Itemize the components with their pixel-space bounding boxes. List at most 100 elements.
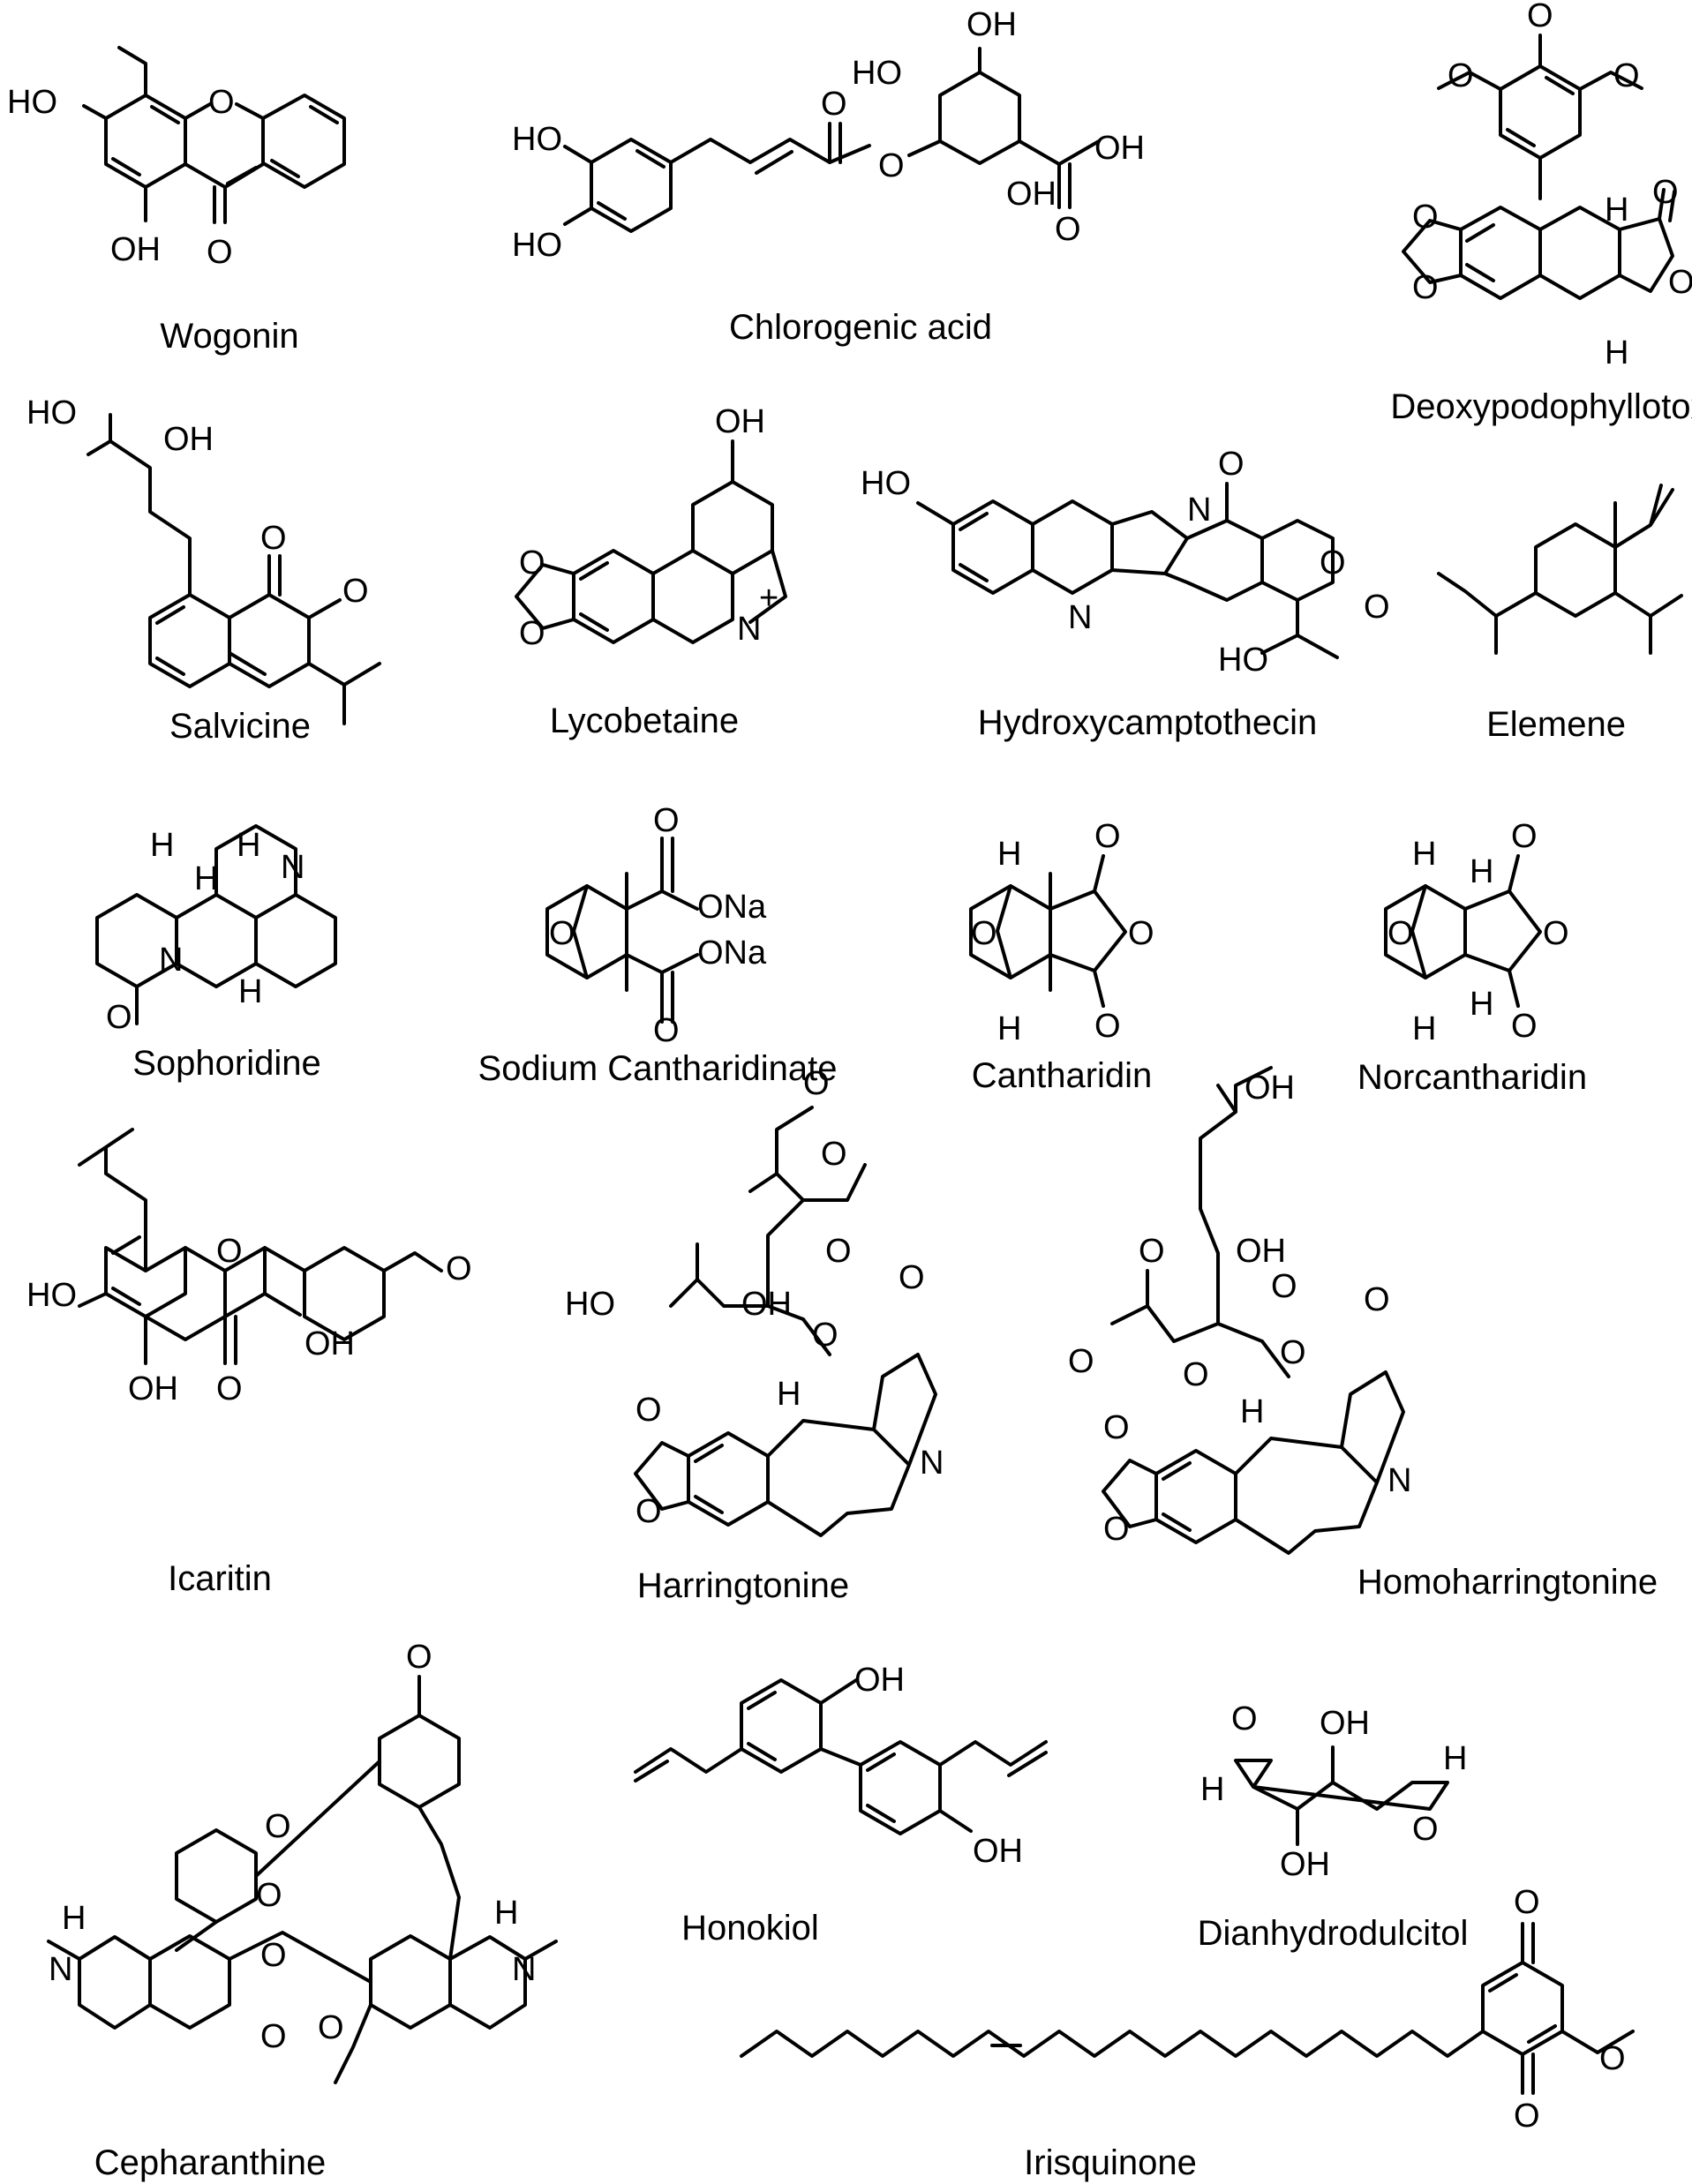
- cantharidin-atom: O: [1094, 818, 1121, 855]
- norcantharidin-atom: O: [1387, 915, 1414, 952]
- sophoridine-caption: Sophoridine: [132, 1044, 321, 1083]
- icaritin-structure: HO O O OH OH O Icaritin: [26, 1128, 472, 1598]
- lycobetaine-structure: OH O O N + Lycobetaine: [515, 403, 787, 740]
- hydroxycamptothecin-atom: O: [1218, 446, 1245, 483]
- deoxypodophyllotoxin-caption: Deoxypodophyllotoxin: [1390, 387, 1692, 426]
- chlorogenic-acid-caption: Chlorogenic acid: [729, 308, 992, 347]
- irisquinone-atom: O: [1514, 1884, 1540, 1921]
- lycobetaine-atom: O: [519, 544, 545, 582]
- hydroxycamptothecin-atom: O: [1320, 544, 1346, 582]
- dianhydrodulcitol-atom: OH: [1280, 1846, 1330, 1883]
- harringtonine-atom: O: [635, 1392, 662, 1429]
- harringtonine-atom: H: [777, 1376, 801, 1413]
- sodium-cantharidinate-caption: Sodium Cantharidinate: [478, 1049, 838, 1088]
- hydroxycamptothecin-atom: HO: [861, 465, 911, 502]
- dianhydrodulcitol-structure: OH O H H OH O Dianhydrodulcitol: [1198, 1700, 1469, 1953]
- cepharanthine-atom: N: [512, 1951, 536, 1988]
- hydroxycamptothecin-atom: N: [1187, 492, 1211, 529]
- chlorogenic-acid-atom: HO: [512, 227, 562, 264]
- sodium-cantharidinate-atom: ONa: [697, 889, 767, 926]
- deoxypodophyllotoxin-atom: H: [1605, 334, 1628, 372]
- deoxypodophyllotoxin-atom: O: [1412, 269, 1439, 306]
- honokiol-atom: OH: [854, 1662, 905, 1699]
- norcantharidin-structure: H H O O O O H H Norcantharidin: [1357, 818, 1587, 1097]
- homoharringtonine-atom: O: [1068, 1343, 1094, 1380]
- icaritin-atom: O: [216, 1233, 243, 1270]
- deoxypodophyllotoxin-atom: O: [1527, 0, 1553, 34]
- irisquinone-caption: Irisquinone: [1024, 2143, 1197, 2182]
- icaritin-atom: HO: [26, 1277, 77, 1314]
- salvicine-atom: O: [260, 520, 287, 557]
- lycobetaine-atom: +: [759, 580, 778, 617]
- lycobetaine-caption: Lycobetaine: [550, 702, 739, 740]
- elemene-caption: Elemene: [1486, 705, 1626, 744]
- norcantharidin-atom: H: [1412, 1010, 1436, 1047]
- sodium-cantharidinate-atom: O: [549, 915, 575, 952]
- homoharringtonine-atom: OH: [1236, 1233, 1286, 1270]
- salvicine-atom: O: [342, 573, 369, 610]
- cepharanthine-atom: O: [406, 1639, 432, 1676]
- harringtonine-atom: HO: [565, 1286, 615, 1323]
- sophoridine-atom: H: [194, 860, 218, 897]
- sophoridine-atom: H: [150, 827, 174, 864]
- norcantharidin-atom: O: [1511, 818, 1538, 855]
- norcantharidin-caption: Norcantharidin: [1357, 1058, 1587, 1097]
- norcantharidin-atom: H: [1470, 986, 1493, 1023]
- irisquinone-atom: O: [1599, 2040, 1626, 2077]
- norcantharidin-atom: H: [1412, 836, 1436, 873]
- honokiol-caption: Honokiol: [681, 1909, 819, 1948]
- cepharanthine-atom: O: [265, 1808, 291, 1845]
- harringtonine-structure: O O HO OH O O O H O O N Harringtonine: [565, 1065, 944, 1605]
- cantharidin-atom: H: [997, 836, 1021, 873]
- norcantharidin-atom: H: [1470, 853, 1493, 890]
- cepharanthine-structure: O O H H N N O O O O Cepharanthine: [47, 1639, 558, 2182]
- cantharidin-atom: H: [997, 1010, 1021, 1047]
- cepharanthine-atom: O: [256, 1877, 282, 1914]
- hydroxycamptothecin-structure: HO N N O O O HO Hydroxycamptothecin: [861, 446, 1390, 742]
- cepharanthine-atom: H: [62, 1900, 86, 1937]
- norcantharidin-atom: O: [1511, 1008, 1538, 1045]
- salvicine-caption: Salvicine: [169, 707, 311, 746]
- harringtonine-atom: O: [899, 1259, 925, 1296]
- deoxypodophyllotoxin-atom: H: [1605, 191, 1628, 229]
- homoharringtonine-structure: OH OH O O O O O O H O O N Homoharrington…: [1068, 1066, 1658, 1602]
- wogonin-atom: HO: [7, 84, 57, 121]
- cepharanthine-atom: O: [260, 2018, 287, 2055]
- wogonin-caption: Wogonin: [160, 317, 298, 356]
- cepharanthine-caption: Cepharanthine: [94, 2143, 326, 2182]
- deoxypodophyllotoxin-structure: O O O O O O O H H Deoxypodophyllotoxin: [1390, 0, 1692, 426]
- salvicine-atom: HO: [26, 394, 77, 432]
- dianhydrodulcitol-atom: O: [1412, 1811, 1439, 1848]
- sophoridine-atom: N: [281, 849, 305, 886]
- homoharringtonine-atom: O: [1183, 1356, 1209, 1393]
- sophoridine-atom: H: [237, 827, 260, 864]
- lycobetaine-atom: N: [737, 611, 761, 648]
- cepharanthine-atom: O: [318, 2009, 344, 2046]
- salvicine-structure: HO OH O O Salvicine: [26, 394, 381, 746]
- cantharidin-atom: O: [1094, 1008, 1121, 1045]
- deoxypodophyllotoxin-atom: O: [1613, 57, 1640, 94]
- dianhydrodulcitol-atom: O: [1231, 1700, 1258, 1737]
- hydroxycamptothecin-atom: O: [1364, 589, 1390, 626]
- dianhydrodulcitol-atom: H: [1200, 1771, 1224, 1808]
- cantharidin-atom: O: [971, 915, 997, 952]
- chlorogenic-acid-atom: OH: [1006, 176, 1057, 213]
- deoxypodophyllotoxin-atom: O: [1668, 264, 1692, 301]
- hydroxycamptothecin-caption: Hydroxycamptothecin: [978, 703, 1318, 742]
- icaritin-caption: Icaritin: [168, 1559, 272, 1598]
- harringtonine-caption: Harringtonine: [637, 1566, 849, 1605]
- chlorogenic-acid-atom: O: [1055, 211, 1081, 248]
- cantharidin-caption: Cantharidin: [972, 1056, 1153, 1095]
- homoharringtonine-atom: OH: [1245, 1069, 1295, 1107]
- cantharidin-atom: O: [1128, 915, 1154, 952]
- chlorogenic-acid-atom: HO: [852, 55, 902, 92]
- homoharringtonine-caption: Homoharringtonine: [1357, 1563, 1658, 1602]
- irisquinone-atom: O: [1514, 2098, 1540, 2135]
- elemene-structure: Elemene: [1437, 484, 1683, 744]
- homoharringtonine-atom: O: [1139, 1233, 1165, 1270]
- sodium-cantharidinate-structure: O ONa ONa O O Sodium Cantharidinate: [478, 802, 838, 1088]
- homoharringtonine-atom: O: [1271, 1268, 1297, 1305]
- sodium-cantharidinate-atom: O: [653, 1012, 680, 1049]
- sophoridine-atom: N: [159, 942, 183, 979]
- chlorogenic-acid-atom: O: [821, 86, 847, 123]
